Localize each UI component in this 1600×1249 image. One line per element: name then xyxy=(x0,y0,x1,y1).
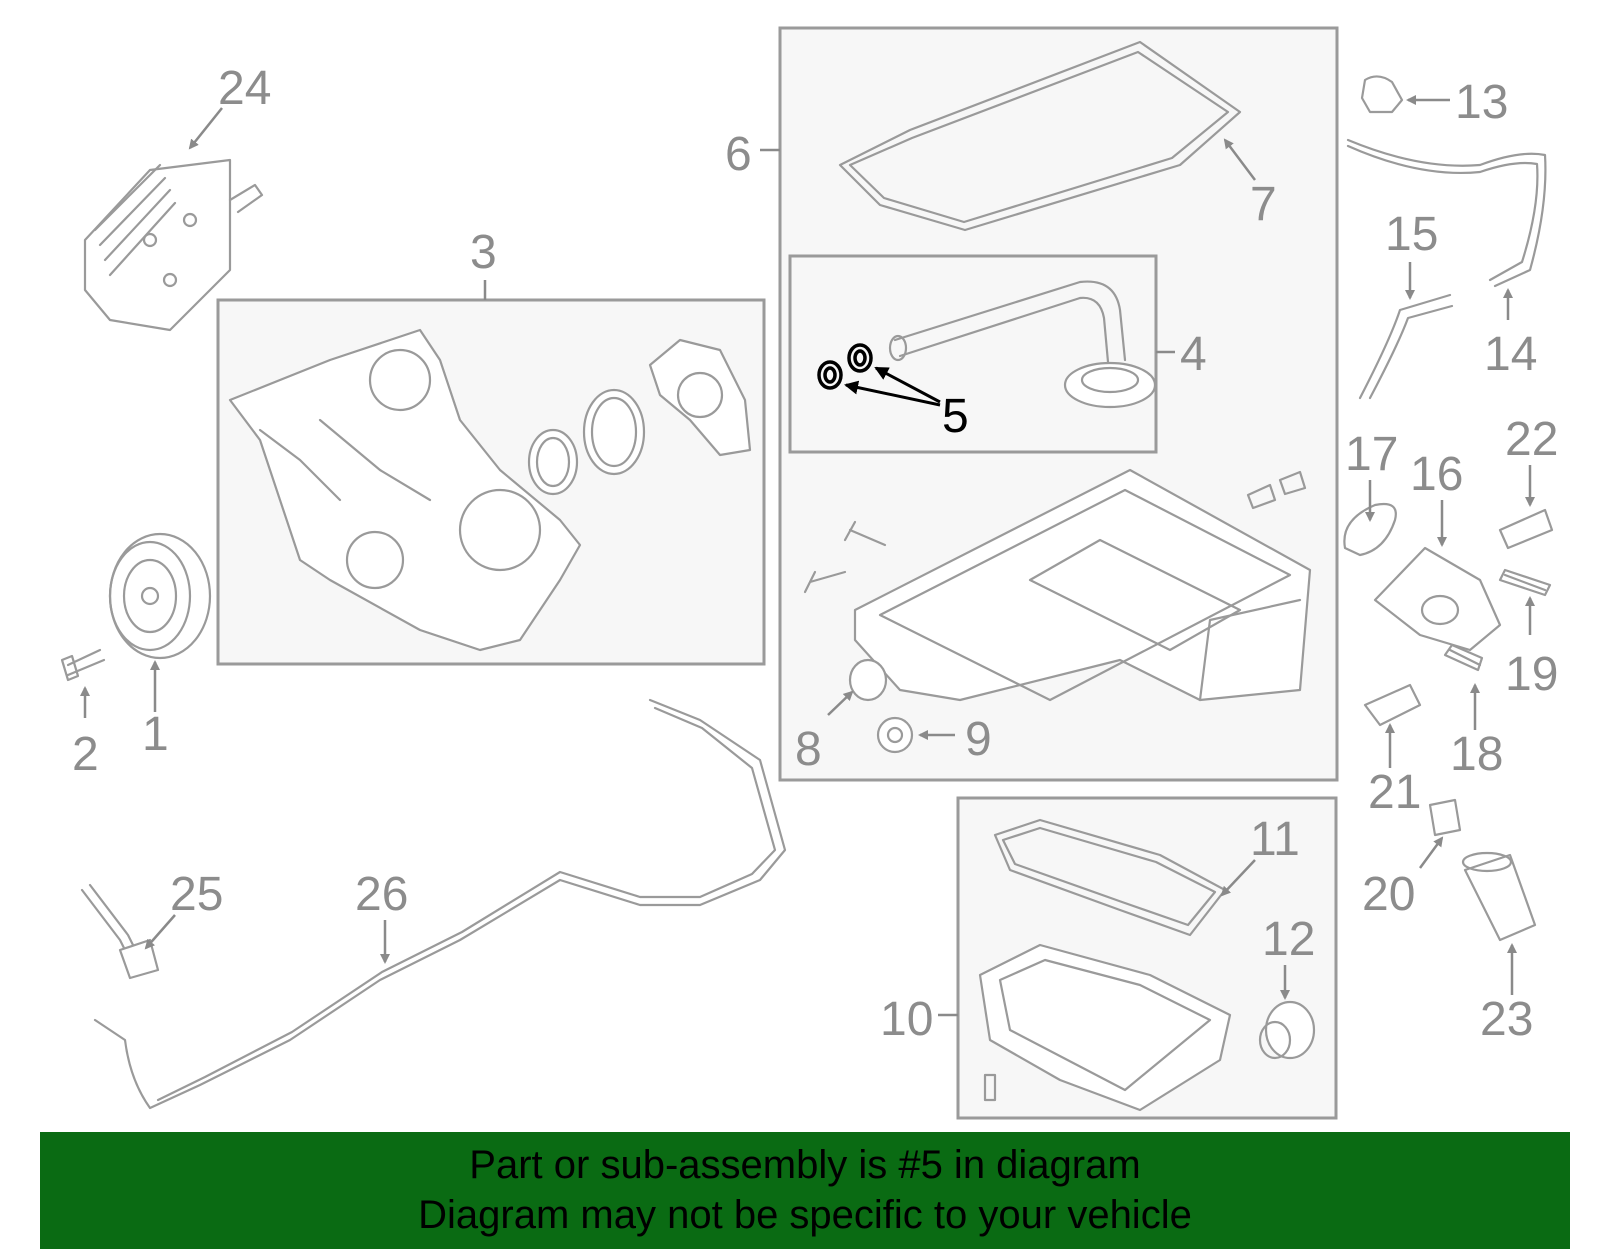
banner-line-1: Part or sub-assembly is #5 in diagram xyxy=(469,1143,1141,1187)
oil-pan-gasket-part[interactable] xyxy=(838,40,1242,232)
callout-16: 16 xyxy=(1410,448,1463,501)
pulley-bolt-part[interactable] xyxy=(60,648,106,682)
callout-3: 3 xyxy=(470,226,497,279)
callout-10: 10 xyxy=(880,993,933,1046)
adapter-part-16[interactable] xyxy=(1373,546,1502,652)
callout-8: 8 xyxy=(795,723,822,776)
callout-15: 15 xyxy=(1385,208,1438,261)
timing-cover-seals-part[interactable] xyxy=(527,338,752,496)
callout-22: 22 xyxy=(1505,413,1558,466)
wiring-harness-part-26[interactable] xyxy=(93,698,787,1110)
callout-6: 6 xyxy=(725,128,752,181)
sensor-part-25[interactable] xyxy=(80,883,160,980)
dipstick-cap-part-13[interactable] xyxy=(1360,75,1404,114)
callout-25: 25 xyxy=(170,868,223,921)
callout-13: 13 xyxy=(1455,76,1508,129)
sensor-part-21[interactable] xyxy=(1363,683,1422,727)
lower-oil-pan-part[interactable] xyxy=(978,943,1232,1112)
callout-11: 11 xyxy=(1250,813,1300,866)
timing-cover-part[interactable] xyxy=(228,328,582,652)
parts-diagram: 1 2 3 4 5 6 7 8 9 10 11 12 13 14 15 16 1… xyxy=(60,26,1558,1120)
oil-pickup-tube-part[interactable] xyxy=(888,280,1157,409)
o-ring-leader-a xyxy=(874,366,941,404)
callout-7: 7 xyxy=(1250,178,1277,231)
dipstick-part-15[interactable] xyxy=(1358,293,1454,400)
info-banner: Part or sub-assembly is #5 in diagram Di… xyxy=(40,1132,1570,1249)
callout-24: 24 xyxy=(218,62,271,115)
callout-12: 12 xyxy=(1262,913,1315,966)
drain-plug-part-20[interactable] xyxy=(1428,798,1462,837)
lower-pan-gasket-part[interactable] xyxy=(993,818,1227,937)
bolt-part-18[interactable] xyxy=(1443,643,1484,672)
callout-2: 2 xyxy=(72,728,99,781)
drain-plug-part[interactable] xyxy=(983,1073,997,1102)
grommet-part-9[interactable] xyxy=(876,716,914,754)
oil-filter-part-23[interactable] xyxy=(1461,851,1537,942)
callout-4: 4 xyxy=(1180,328,1207,381)
gasket-part-17[interactable] xyxy=(1343,502,1397,557)
callout-20: 20 xyxy=(1362,868,1415,921)
banner-line-2: Diagram may not be specific to your vehi… xyxy=(418,1193,1192,1237)
oil-cooler-part[interactable] xyxy=(83,158,264,332)
callout-26: 26 xyxy=(355,868,408,921)
callout-14: 14 xyxy=(1484,328,1537,381)
dipstick-tube-part-14[interactable] xyxy=(1346,138,1547,288)
callout-1: 1 xyxy=(142,708,169,761)
oil-pickup-box xyxy=(788,254,1158,454)
o-rings-part[interactable] xyxy=(817,343,873,390)
bolt-part-19[interactable] xyxy=(1498,568,1552,597)
callout-21: 21 xyxy=(1368,766,1421,819)
callout-19: 19 xyxy=(1505,648,1558,701)
crank-pulley-part[interactable] xyxy=(108,532,212,660)
oil-level-sensor-part[interactable] xyxy=(1258,1000,1316,1060)
callout-23: 23 xyxy=(1480,993,1533,1046)
callout-18: 18 xyxy=(1450,728,1503,781)
sensor-part-22[interactable] xyxy=(1498,508,1554,550)
callout-17: 17 xyxy=(1345,428,1398,481)
plug-part-8[interactable] xyxy=(848,658,888,702)
o-ring-leader-b xyxy=(844,380,941,407)
oil-pan-bolts-part[interactable] xyxy=(803,470,1307,594)
callout-5: 5 xyxy=(942,390,969,443)
callout-9: 9 xyxy=(965,713,992,766)
